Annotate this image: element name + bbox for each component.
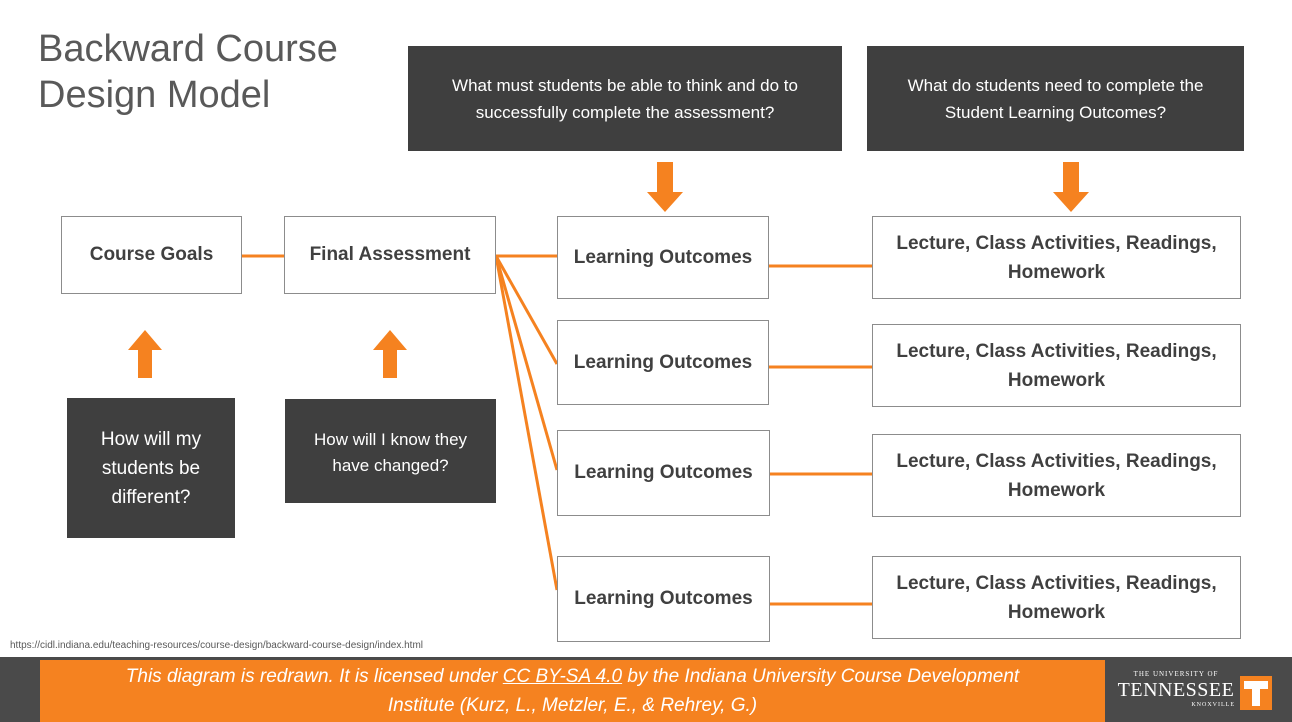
learning-outcomes-box: Learning Outcomes [557, 216, 769, 299]
question-box-complete-outcomes: What do students need to complete the St… [867, 46, 1244, 151]
up-arrow-icon [373, 330, 407, 378]
activities-box: Lecture, Class Activities, Readings, Home… [872, 556, 1241, 639]
license-line-1: This diagram is redrawn. It is licensed … [40, 662, 1105, 691]
learning-outcomes-label: Learning Outcomes [573, 351, 753, 373]
activities-line-2: Homework [1007, 601, 1106, 623]
down-arrow-icon [647, 162, 683, 212]
license-prefix: This diagram is redrawn. It is licensed … [125, 666, 503, 687]
activities-line-2: Homework [1007, 261, 1106, 283]
license-banner: This diagram is redrawn. It is licensed … [40, 660, 1105, 722]
question-text: How will I know they have changed? [313, 430, 468, 475]
course-goals-label: Course Goals [89, 244, 214, 265]
learning-outcomes-label: Learning Outcomes [574, 588, 753, 609]
assessment-to-lo3-line [494, 255, 559, 471]
license-link[interactable]: CC BY-SA 4.0 [502, 666, 623, 687]
question-text: What must students be able to think and … [452, 75, 798, 122]
source-url[interactable]: https://cidl.indiana.edu/teaching-resour… [10, 640, 423, 651]
activities-box: Lecture, Class Activities, Readings, Home… [872, 216, 1241, 299]
question-box-students-different: How will my students be different? [67, 398, 235, 538]
activities-line-1: Lecture, Class Activities, Readings, [896, 450, 1217, 472]
learning-outcomes-box: Learning Outcomes [557, 430, 770, 516]
title-line-1: Backward Course [38, 28, 338, 70]
assessment-to-lo2-line [494, 255, 559, 365]
learning-outcomes-label: Learning Outcomes [573, 246, 753, 268]
question-box-know-changed: How will I know they have changed? [285, 399, 496, 503]
activities-line-1: Lecture, Class Activities, Readings, [896, 340, 1217, 362]
university-logo: THE UNIVERSITY OF TENNESSEE KNOXVILLE [1117, 670, 1235, 709]
activities-line-2: Homework [1007, 479, 1106, 501]
logo-line-3: KNOXVILLE [1191, 702, 1235, 708]
activities-line-2: Homework [1007, 369, 1106, 391]
activities-box: Lecture, Class Activities, Readings, Home… [872, 434, 1241, 517]
final-assessment-box: Final Assessment [284, 216, 496, 294]
question-text: How will my students be different? [100, 428, 202, 508]
learning-outcomes-box: Learning Outcomes [557, 320, 769, 405]
activities-line-1: Lecture, Class Activities, Readings, [896, 232, 1217, 254]
license-suffix: by the Indiana University Course Develop… [622, 666, 1020, 687]
learning-outcomes-box: Learning Outcomes [557, 556, 770, 642]
title-line-2: Design Model [38, 74, 271, 116]
course-goals-box: Course Goals [61, 216, 242, 294]
activities-box: Lecture, Class Activities, Readings, Home… [872, 324, 1241, 407]
assessment-to-lo4-line [494, 255, 559, 591]
down-arrow-icon [1053, 162, 1089, 212]
learning-outcomes-label: Learning Outcomes [574, 462, 753, 483]
question-box-think-and-do: What must students be able to think and … [408, 46, 842, 151]
power-t-icon [1240, 676, 1272, 710]
activities-line-1: Lecture, Class Activities, Readings, [896, 572, 1217, 594]
license-line-2: Institute (Kurz, L., Metzler, E., & Rehr… [387, 695, 758, 716]
up-arrow-icon [128, 330, 162, 378]
logo-line-1: THE UNIVERSITY OF [1133, 670, 1219, 678]
question-text: What do students need to complete the St… [907, 75, 1204, 122]
final-assessment-label: Final Assessment [309, 244, 471, 265]
diagram-title: Backward Course Design Model [38, 26, 398, 118]
logo-line-2: TENNESSEE [1117, 679, 1235, 701]
